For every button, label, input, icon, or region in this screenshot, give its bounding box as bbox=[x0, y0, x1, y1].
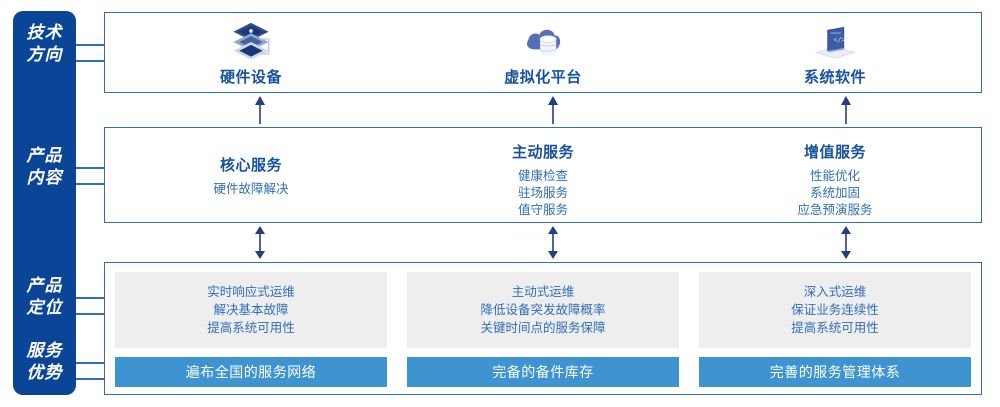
tech-column-virtualization[interactable]: 虚拟化平台 bbox=[397, 13, 689, 92]
rail-label-product-content: 产品 内容 bbox=[13, 145, 76, 189]
service-item: 硬件故障解决 bbox=[213, 182, 289, 196]
cloud-database-icon bbox=[527, 29, 561, 56]
arrow-up-hardware bbox=[255, 96, 265, 124]
rail-label-line: 服务 bbox=[26, 341, 63, 360]
service-item: 驻场服务 bbox=[517, 186, 568, 200]
tech-label: 虚拟化平台 bbox=[504, 69, 582, 86]
arrow-bidirectional-center bbox=[548, 226, 558, 259]
advantage-label: 遍布全国的服务网络 bbox=[185, 364, 317, 380]
service-title: 增值服务 bbox=[803, 144, 866, 161]
service-title: 核心服务 bbox=[219, 157, 282, 174]
positioning-line: 实时响应式运维 bbox=[207, 285, 295, 299]
advantage-label: 完善的服务管理体系 bbox=[769, 364, 901, 380]
service-item: 值守服务 bbox=[517, 203, 568, 217]
positioning-box: 主动式运维 降低设备突发故障概率 关键时间点的服务保障 bbox=[407, 272, 679, 348]
content-column-value-added-service[interactable]: 增值服务 性能优化 系统加固 应急预演服务 bbox=[689, 128, 981, 222]
tech-label: 硬件设备 bbox=[219, 69, 282, 86]
product-positioning-panel: 实时响应式运维 解决基本故障 提高系统可用性 遍布全国的服务网络 主动式运维 降… bbox=[104, 262, 982, 395]
rail-label-tech-direction: 技术 方向 bbox=[13, 22, 76, 66]
connector-line bbox=[76, 44, 105, 46]
positioning-line: 降低设备突发故障概率 bbox=[480, 303, 606, 317]
positioning-box: 深入式运维 保证业务连续性 提高系统可用性 bbox=[699, 272, 971, 348]
rail-label-line: 内容 bbox=[26, 168, 63, 187]
connector-line bbox=[76, 313, 105, 315]
positioning-column-realtime[interactable]: 实时响应式运维 解决基本故障 提高系统可用性 遍布全国的服务网络 bbox=[105, 263, 397, 394]
content-column-core-service[interactable]: 核心服务 硬件故障解决 bbox=[105, 128, 397, 222]
connector-line bbox=[76, 378, 105, 380]
positioning-line: 解决基本故障 bbox=[213, 303, 289, 317]
arrow-bidirectional-right bbox=[841, 226, 851, 259]
tech-label: 系统软件 bbox=[803, 69, 866, 86]
advantage-box-service-network[interactable]: 遍布全国的服务网络 bbox=[115, 357, 387, 387]
service-title: 主动服务 bbox=[511, 144, 574, 161]
rail-label-line: 产品 bbox=[26, 146, 63, 165]
connector-line bbox=[76, 183, 105, 185]
service-item: 性能优化 bbox=[809, 169, 860, 183]
positioning-line: 提高系统可用性 bbox=[791, 321, 879, 335]
positioning-column-proactive[interactable]: 主动式运维 降低设备突发故障概率 关键时间点的服务保障 完备的备件库存 bbox=[397, 263, 689, 394]
svg-text:</>: </> bbox=[834, 36, 846, 44]
positioning-line: 深入式运维 bbox=[803, 285, 867, 299]
tech-column-system-software[interactable]: </> 系统软件 bbox=[689, 13, 981, 92]
rail-label-line: 优势 bbox=[26, 363, 63, 382]
rail-label-service-advantage: 服务 优势 bbox=[13, 340, 76, 384]
rail-label-line: 定位 bbox=[26, 298, 63, 317]
service-item: 健康检查 bbox=[517, 169, 568, 183]
arrow-bidirectional-left bbox=[255, 226, 265, 259]
advantage-label: 完备的备件库存 bbox=[492, 364, 594, 380]
left-rail bbox=[13, 11, 76, 395]
connector-line bbox=[76, 297, 105, 299]
advantage-box-management-system[interactable]: 完善的服务管理体系 bbox=[699, 357, 971, 387]
service-item: 应急预演服务 bbox=[797, 203, 873, 217]
arrow-up-system-software bbox=[841, 96, 851, 124]
product-content-panel: 核心服务 硬件故障解决 主动服务 健康检查 驻场服务 值守服务 增值服务 性能优… bbox=[104, 127, 982, 223]
positioning-line: 主动式运维 bbox=[511, 285, 575, 299]
advantage-box-spare-parts[interactable]: 完备的备件库存 bbox=[407, 357, 679, 387]
server-stack-icon bbox=[233, 22, 270, 60]
laptop-code-icon: </> bbox=[814, 26, 856, 59]
service-item: 系统加固 bbox=[809, 186, 860, 200]
positioning-line: 关键时间点的服务保障 bbox=[480, 321, 606, 335]
content-column-proactive-service[interactable]: 主动服务 健康检查 驻场服务 值守服务 bbox=[397, 128, 689, 222]
positioning-line: 提高系统可用性 bbox=[207, 321, 295, 335]
connector-line bbox=[76, 362, 105, 364]
connector-line bbox=[76, 167, 105, 169]
connector-line bbox=[76, 60, 105, 62]
rail-label-line: 产品 bbox=[26, 276, 63, 295]
rail-label-product-positioning: 产品 定位 bbox=[13, 275, 76, 319]
arrow-up-virtualization bbox=[548, 96, 558, 124]
tech-column-hardware[interactable]: 硬件设备 bbox=[105, 13, 397, 92]
rail-label-line: 技术 bbox=[26, 23, 63, 42]
tech-direction-panel: 硬件设备 虚拟化平台 </> bbox=[104, 12, 982, 93]
rail-label-line: 方向 bbox=[26, 45, 63, 64]
positioning-line: 保证业务连续性 bbox=[791, 303, 879, 317]
positioning-box: 实时响应式运维 解决基本故障 提高系统可用性 bbox=[115, 272, 387, 348]
positioning-column-indepth[interactable]: 深入式运维 保证业务连续性 提高系统可用性 完善的服务管理体系 bbox=[689, 263, 981, 394]
